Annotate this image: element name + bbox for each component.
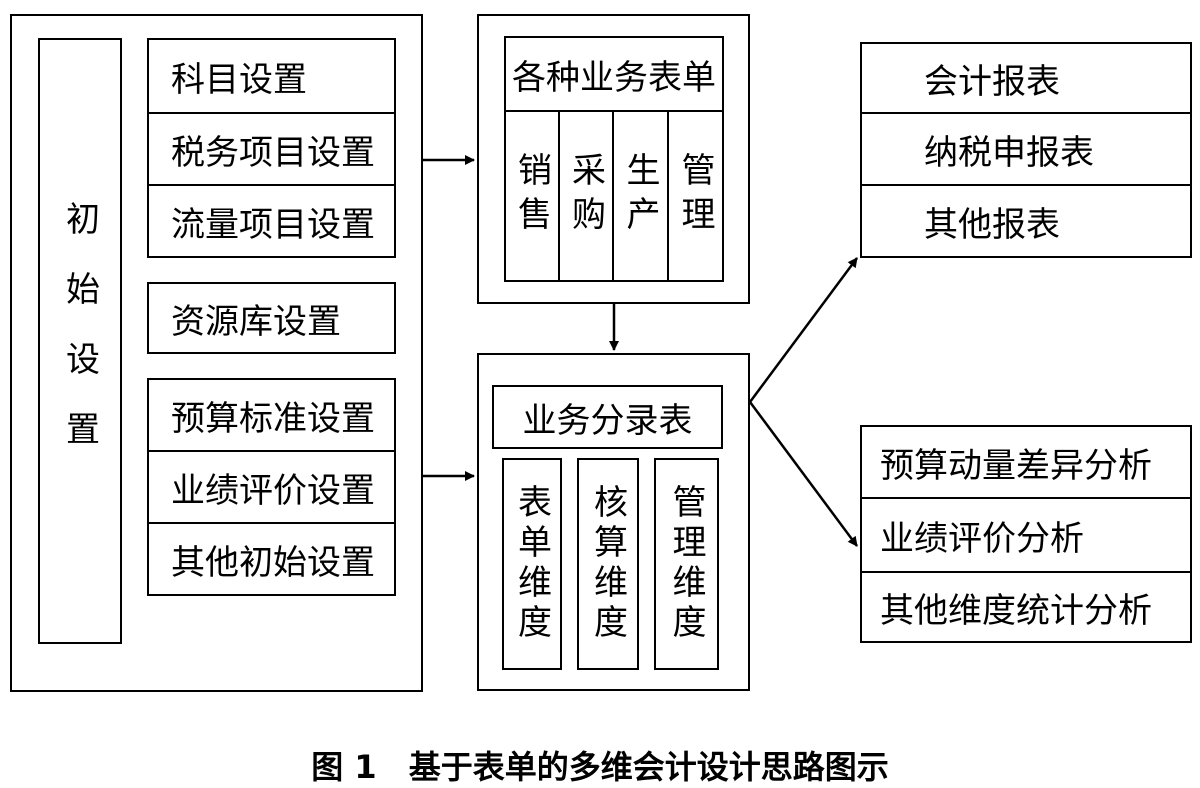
arrow-entries-to-reports [748, 257, 859, 403]
business-entries-title: 业务分录表 [492, 385, 723, 449]
flow-item-settings: 流量项目设置 [147, 184, 396, 258]
forms-col-production: 生产 [612, 110, 669, 282]
business-forms-title: 各种业务表单 [504, 36, 724, 112]
other-dimension-statistical-analysis: 其他维度统计分析 [860, 571, 1192, 643]
forms-col-management: 管理 [667, 110, 724, 282]
arrow-entries-to-analysis [748, 401, 859, 547]
forms-col-purchase: 采购 [558, 110, 614, 282]
subject-settings: 科目设置 [147, 38, 396, 114]
resource-library-settings: 资源库设置 [147, 282, 396, 354]
other-initial-settings: 其他初始设置 [147, 522, 396, 596]
budget-variance-analysis: 预算动量差异分析 [860, 425, 1192, 499]
dimension-management: 管理维度 [654, 458, 719, 670]
forms-col-sales: 销售 [504, 110, 560, 282]
figure-caption: 图 1 基于表单的多维会计设计思路图示 [311, 748, 889, 786]
dimension-form: 表单维度 [502, 458, 562, 670]
dimension-accounting: 核算维度 [577, 458, 639, 670]
tax-return-report: 纳税申报表 [860, 112, 1192, 186]
other-reports: 其他报表 [860, 184, 1192, 258]
initial-settings-label: 初始设置 [38, 38, 122, 644]
accounting-report: 会计报表 [860, 42, 1192, 114]
